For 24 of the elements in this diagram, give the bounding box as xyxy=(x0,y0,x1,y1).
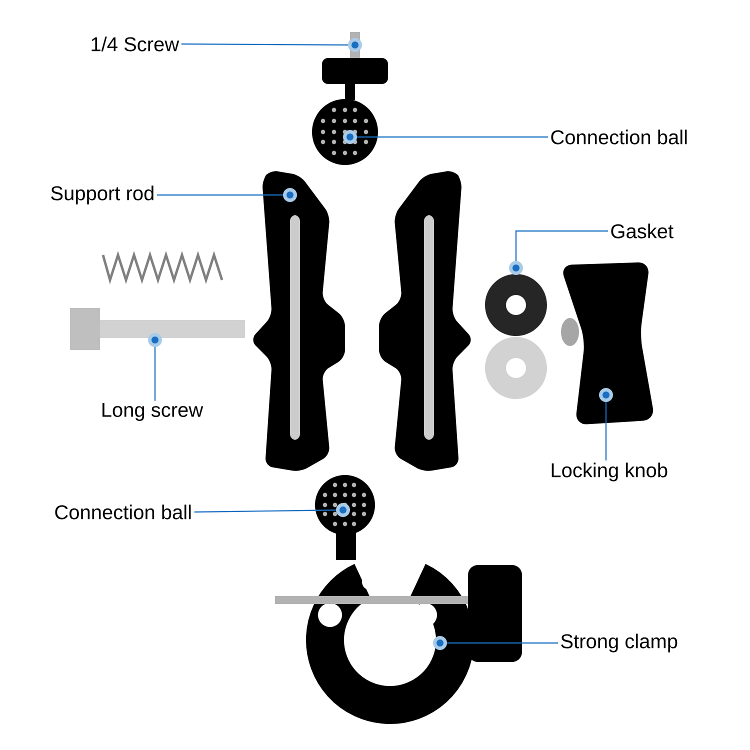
part-label: Strong clamp xyxy=(561,634,678,652)
part-label: Long screw xyxy=(102,403,204,421)
leader-line xyxy=(194,503,350,517)
leader-line xyxy=(343,130,548,144)
part-label: Connection ball xyxy=(551,130,687,144)
leader-line xyxy=(509,230,608,275)
leader-line xyxy=(599,388,613,460)
strong-clamp-drawing xyxy=(275,564,522,724)
leader-line xyxy=(181,38,362,52)
leader-line xyxy=(148,333,162,401)
ball-clamp-drawing xyxy=(315,475,375,560)
part-label: Support rod xyxy=(51,186,154,204)
part-label: Connection ball xyxy=(55,504,191,520)
screw-spring-drawing xyxy=(70,250,245,350)
support-rod-drawing xyxy=(253,171,471,471)
gasket-drawing xyxy=(485,274,547,399)
part-label: Locking knob xyxy=(552,462,668,482)
part-label: Gasket xyxy=(611,224,674,238)
screw-ball-drawing xyxy=(322,32,388,100)
leader-line xyxy=(156,188,297,202)
leader-line xyxy=(433,636,558,650)
part-label: 1/4 Screw xyxy=(92,36,180,52)
connection-ball-drawing xyxy=(312,99,378,165)
locking-knob-drawing xyxy=(561,262,654,424)
